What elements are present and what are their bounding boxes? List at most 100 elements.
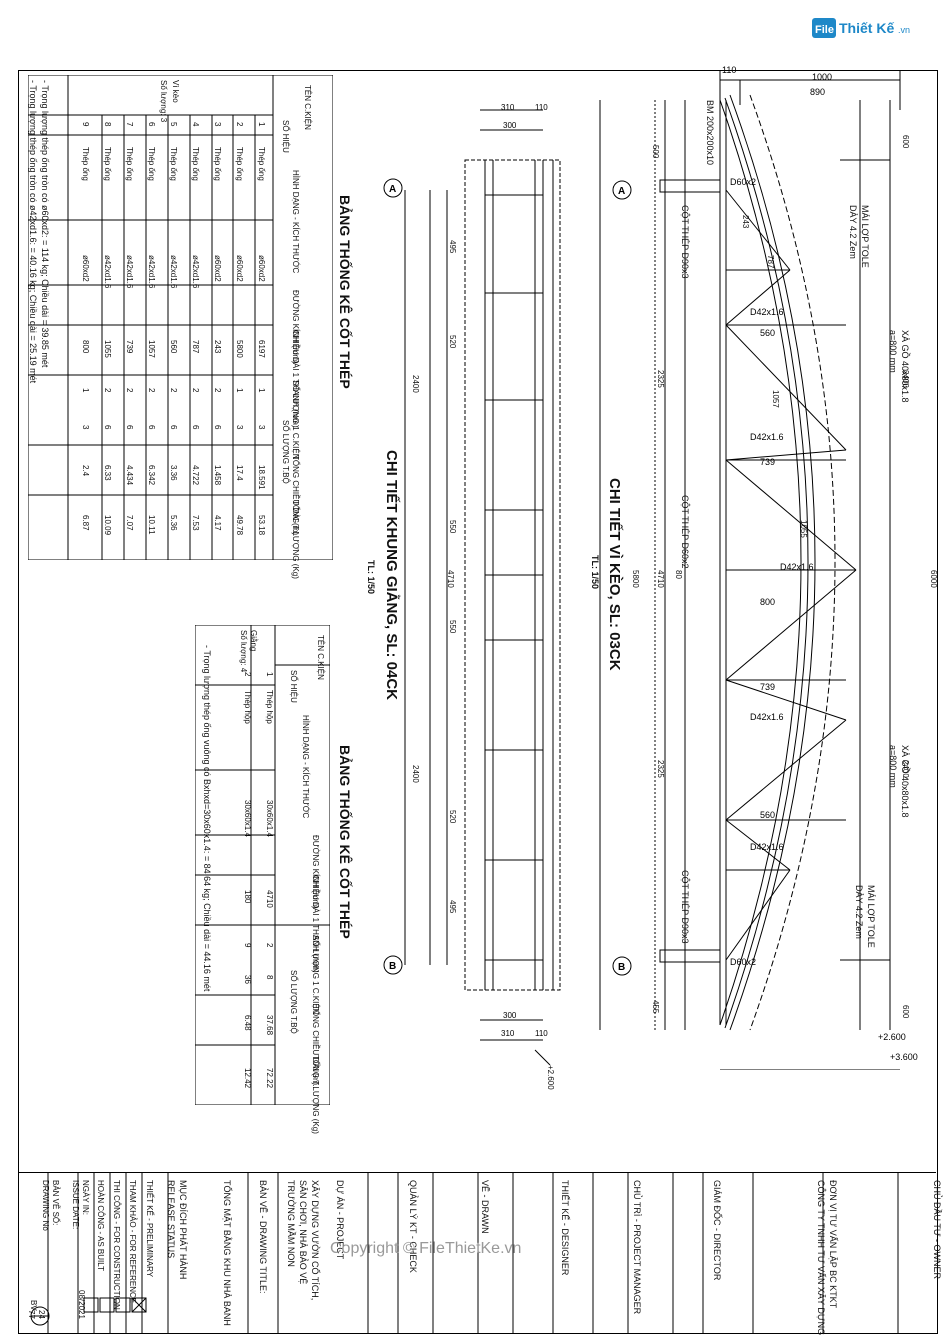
watermark: Copyright © FileThietKe.vn [330, 1240, 522, 1257]
t1-row-7-qt: 6 [125, 425, 134, 430]
truss-dim-2400-a: 2400 [901, 370, 910, 388]
truss-column-label-top: CỘT THÉP D90x3 [680, 205, 690, 279]
t1-row-8-q1: 2 [103, 388, 112, 393]
t1-row-3-dia: ø60xd2 [213, 255, 222, 282]
t1-row-7-no: 7 [125, 122, 134, 127]
t1-row-3-q1: 2 [213, 388, 222, 393]
axis-a-bubble: A [612, 180, 632, 200]
t2-header-tw: TỔNG T.LƯỢNG (Kg) [311, 1055, 320, 1134]
bracing-elev-2600: +2.600 [546, 1065, 555, 1090]
dim-1000-top: 1000 [812, 72, 832, 82]
t1-row-1-tl: 18.591 [257, 465, 266, 490]
tb-project-name-2: SÂN CHƠI, NHÀ BẢO VỆ [298, 1180, 308, 1285]
table2-title: BẢNG THỐNG KÊ CỐT THÉP [337, 745, 353, 939]
t2-note-1: - Trọng lượng thép ống vuông có Bxhxd=30… [202, 645, 212, 992]
dim-739-b: 739 [760, 682, 775, 692]
truss-dim-787: 787 [766, 255, 775, 269]
t1-row-6-qt: 6 [147, 425, 156, 430]
bracing-dim-300-bottom: 300 [503, 1011, 517, 1020]
t2-row-2-tw: 12.42 [243, 1068, 252, 1089]
t1-row-7-q1: 2 [125, 388, 134, 393]
t1-row-3-tw: 4.17 [213, 515, 222, 531]
svg-text:B: B [389, 961, 396, 972]
truss-roof-thickness: DÀY 4.2 Zem [848, 205, 858, 259]
label-d60-top: D60x2 [730, 177, 756, 187]
truss-purlin-spacing: a=800 mm [888, 330, 898, 373]
t2-header-shape: HÌNH DẠNG - KÍCH THƯỚC [301, 715, 310, 819]
truss-roof-thickness-2: DÀY 4.2 Zem [854, 885, 864, 939]
t1-header-q1: SỐ LƯỢNG 1 C.KIỆN [291, 380, 300, 460]
table1-title: BẢNG THỐNG KÊ CỐT THÉP [337, 195, 353, 389]
tb-designer: THIẾT KẾ - DESIGNER [560, 1180, 570, 1276]
label-d42-3: D42x1.6 [780, 562, 814, 572]
t1-row-4-q1: 2 [191, 388, 200, 393]
bracing-dim-110-bottom: 110 [535, 1029, 548, 1038]
t1-row-8-shape: Thép ống [103, 147, 112, 181]
t1-row-4-no: 4 [191, 122, 200, 127]
truss-dim-2400-b: 2400 [901, 760, 910, 778]
tb-checker: QUẢN LÝ KT - CHECK [408, 1180, 418, 1273]
t1-row-8-no: 8 [103, 122, 112, 127]
tb-issue-label: NGÀY IN: [81, 1180, 90, 1215]
t1-row-2-tw: 49.78 [235, 515, 244, 536]
t2-row-2-no: 2 [243, 672, 252, 677]
svg-text:.vn: .vn [898, 25, 910, 35]
t2-row-1-no: 1 [265, 672, 274, 677]
t1-header-qt: SỐ LƯỢNG T.BỘ [281, 420, 290, 484]
tb-status-3: THI CÔNG - FOR CONSTRUCTION [112, 1180, 121, 1310]
tb-drawn: VẼ - DRAWN [480, 1180, 490, 1234]
truss-dim-243: 243 [741, 215, 750, 229]
t1-row-7-dia: ø42xd1.6 [125, 255, 134, 289]
elev-2600: +2.600 [878, 1032, 906, 1042]
top-chord-outer [729, 94, 816, 1031]
tb-consultant: ĐƠN VỊ TƯ VẤN LẬP BC KTKT [828, 1180, 838, 1309]
t1-row-9-tl: 2.4 [81, 465, 90, 477]
bracing-dim-520-b: 520 [448, 810, 457, 824]
t1-row-3-no: 3 [213, 122, 222, 127]
t1-row-4-shape: Thép ống [191, 147, 200, 181]
t1-row-9-q1: 1 [81, 388, 90, 393]
tb-issue-date: 08/2021 [77, 1290, 86, 1319]
dim-739-a: 739 [760, 457, 775, 467]
t2-header-no: SỐ HIỆU [289, 670, 298, 703]
truss-roof-label-2: MÁI LỢP TOLE [866, 885, 876, 948]
dim-110: 110 [722, 65, 736, 75]
tb-project-name-3: TRƯỜNG MẦM NON [286, 1180, 296, 1267]
t1-row-5-no: 5 [169, 122, 178, 127]
t1-row-9-qt: 3 [81, 425, 90, 430]
t1-header-no: SỐ HIỆU [281, 120, 290, 153]
truss-roof-label: MÁI LỢP TOLE [860, 205, 870, 268]
t1-row-1-len: 6197 [257, 340, 266, 358]
label-d42-1: D42x1.6 [750, 307, 784, 317]
dim-890: 890 [810, 87, 825, 97]
t1-row-8-len: 1055 [103, 340, 112, 358]
svg-text:A: A [618, 186, 625, 197]
t2-row-1-q1: 2 [265, 943, 274, 948]
t1-row-3-tl: 1.458 [213, 465, 222, 486]
tb-status-2: THAM KHẢO - FOR REFERENCE [128, 1180, 137, 1304]
tb-release-1: MỤC ĐÍCH PHÁT HÀNH [178, 1180, 188, 1280]
truss-dim-1057: 1057 [771, 390, 780, 408]
svg-text:B: B [618, 962, 625, 973]
t2-header-name: TÊN C.KIỆN [316, 635, 325, 680]
t1-row-4-tw: 7.53 [191, 515, 200, 531]
tb-owner: CHỦ ĐẦU TƯ - OWNER [932, 1180, 942, 1280]
bracing-dim-495-a: 495 [448, 240, 457, 254]
bracing-dim-2400-b: 2400 [411, 765, 420, 783]
t1-group-name: Vì kèo [171, 80, 180, 103]
t1-row-8-qt: 6 [103, 425, 112, 430]
t1-row-5-shape: Thép ống [169, 147, 178, 181]
truss-bm-label: BM 200x200x10 [705, 100, 715, 166]
t2-group-qty: Số lượng: 4 [239, 630, 248, 673]
truss-dim-1055: 1055 [799, 520, 808, 538]
t2-row-2-len: 180 [243, 890, 252, 904]
t1-row-5-tl: 3.36 [169, 465, 178, 481]
bracing-dim-300-top: 300 [503, 121, 517, 130]
dim-800: 800 [760, 597, 775, 607]
truss-dim-2325-a: 2325 [656, 370, 665, 388]
tb-project-manager: CHỦ TRÌ - PROJECT MANAGER [632, 1180, 642, 1315]
tb-release-2: RELEASE STATUS [166, 1180, 176, 1259]
dim-560-b: 560 [760, 810, 775, 820]
truss-dim-600-top: 600 [901, 135, 910, 149]
t1-group-qty: Số lượng: 3 [159, 80, 168, 123]
